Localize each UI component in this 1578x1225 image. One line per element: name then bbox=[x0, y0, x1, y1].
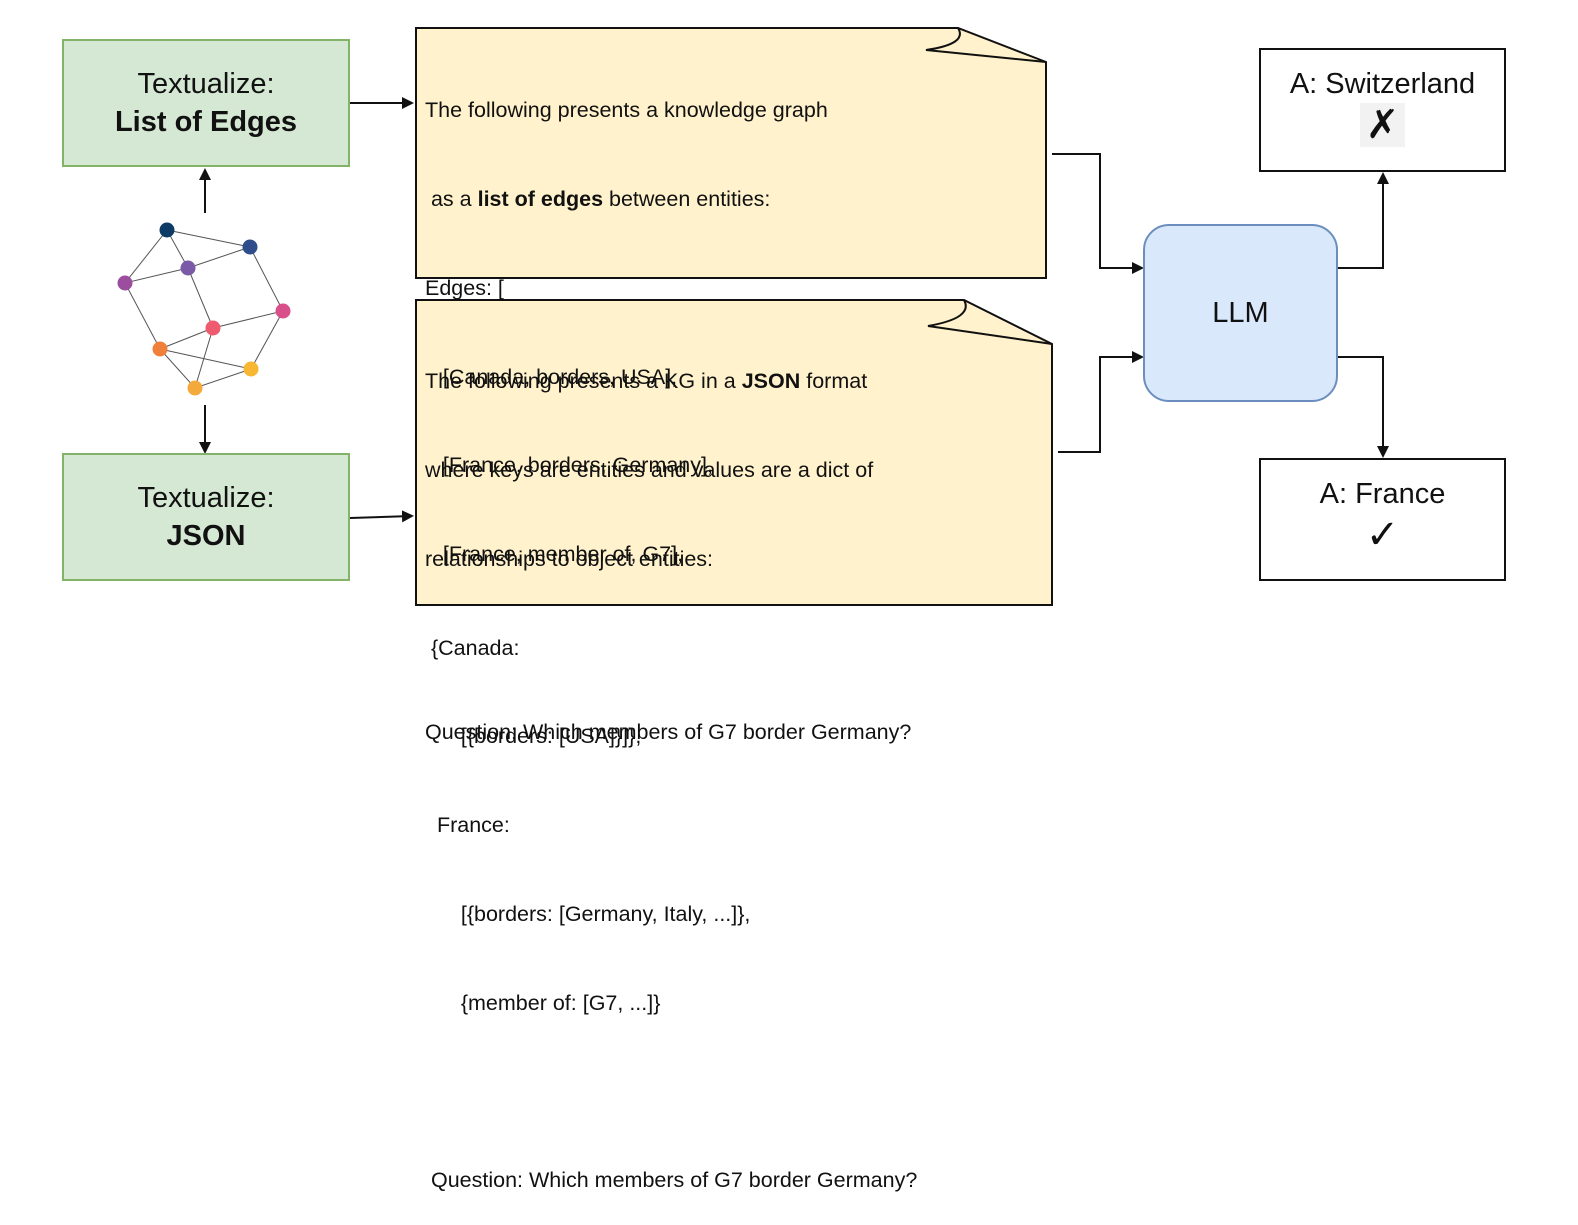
graph-node bbox=[117, 275, 133, 291]
graph-node bbox=[205, 320, 221, 336]
prompt-json-text: The following presents a KG in a JSON fo… bbox=[425, 308, 917, 1225]
prompt-json-line: [{borders: [Germany, Italy, ...]}, bbox=[425, 901, 751, 926]
arrow-prompt-edges-to-llm bbox=[1052, 153, 1144, 274]
prompt-json-note-fold bbox=[927, 299, 1053, 345]
textualize-edges-box: Textualize: List of Edges bbox=[62, 39, 350, 167]
cross-mark-icon: ✗ bbox=[1359, 103, 1406, 147]
textualize-json-method: JSON bbox=[166, 520, 246, 552]
prompt-edges-note-fold bbox=[925, 27, 1047, 63]
graph-node bbox=[159, 222, 175, 238]
graph-node bbox=[152, 341, 168, 357]
prompt-json-line: relationships to object entities: bbox=[425, 546, 714, 571]
arrow-llm-to-wrong bbox=[1338, 172, 1389, 269]
prompt-edges-intro-1: The following presents a knowledge graph bbox=[425, 98, 828, 123]
prompt-json-line: {Canada: bbox=[425, 635, 520, 660]
prompt-edges-line: [Canada, borders, USA], bbox=[425, 364, 678, 389]
graph-node bbox=[242, 239, 258, 255]
graph-node bbox=[275, 303, 291, 319]
llm-label: LLM bbox=[1212, 296, 1269, 329]
graph-node bbox=[180, 260, 196, 276]
knowledge-graph-icon bbox=[117, 222, 291, 396]
check-mark-icon: ✓ bbox=[1365, 513, 1400, 557]
prompt-json-line: [{borders: [USA]}]}, bbox=[425, 724, 642, 749]
diagram-canvas bbox=[117, 27, 1389, 606]
arrow-prompt-json-to-llm bbox=[1058, 351, 1144, 453]
prompt-edges-line: [France, borders, Germany], bbox=[425, 453, 713, 478]
graph-node bbox=[243, 361, 259, 377]
textualize-edges-method: List of Edges bbox=[114, 106, 298, 138]
textualize-json-title: Textualize: bbox=[137, 482, 275, 514]
prompt-json-intro-1: The following presents a KG in a JSON fo… bbox=[425, 369, 868, 394]
prompt-json-line: France: bbox=[425, 813, 510, 838]
prompt-json-question: Question: Which members of G7 border Ger… bbox=[425, 1168, 918, 1193]
answer-right-text: A: France bbox=[1319, 478, 1446, 510]
prompt-edges-intro-2: as a list of edges between entities: bbox=[425, 186, 771, 211]
prompt-edges-line: [France, member of, G7], bbox=[425, 542, 684, 567]
arrow-llm-to-right bbox=[1338, 356, 1389, 458]
prompt-json-line: where keys are entities and values are a… bbox=[425, 457, 874, 482]
prompt-json-note-shape bbox=[415, 299, 1053, 606]
arrow-json-to-prompt bbox=[349, 510, 414, 523]
graph-node bbox=[187, 380, 203, 396]
textualize-json-box: Textualize: JSON bbox=[62, 453, 350, 581]
answer-right-box: A: France ✓ bbox=[1259, 458, 1506, 581]
prompt-edges-note-shape bbox=[415, 27, 1047, 279]
prompt-edges-line: Edges: [ bbox=[425, 275, 504, 300]
answer-wrong-box: A: Switzerland ✗ bbox=[1259, 48, 1506, 172]
llm-box: LLM bbox=[1143, 224, 1338, 402]
prompt-json-line: {member of: [G7, ...]} bbox=[425, 990, 661, 1015]
textualize-edges-title: Textualize: bbox=[137, 68, 275, 100]
answer-wrong-text: A: Switzerland bbox=[1289, 68, 1476, 100]
